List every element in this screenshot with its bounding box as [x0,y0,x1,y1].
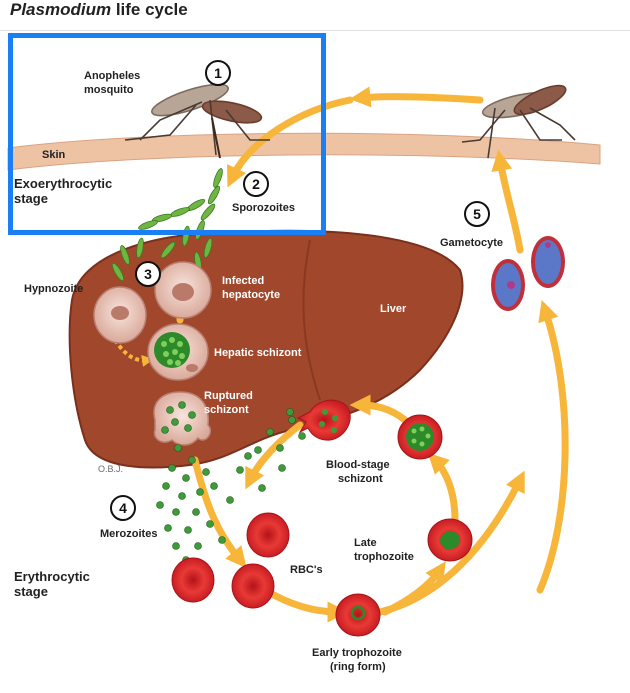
arrow-schizont-to-burst [349,394,409,424]
label-ruptured-schizont-2: schizont [204,404,249,416]
arrow-hypnozoite [113,338,154,367]
label-sporozoites: Sporozoites [232,202,295,214]
title-rest: life cycle [111,0,188,19]
arrow-gametocyte-up [491,149,524,254]
step-3: 3 [144,266,152,282]
arrow-right-up [536,300,569,594]
title-italic: Plasmodium [10,0,112,19]
skin-band [7,132,601,171]
label-merozoites: Merozoites [100,528,157,540]
mosquito-right [461,84,576,159]
label-skin: Skin [42,149,66,161]
step-2: 2 [252,176,260,192]
page-title: Plasmodium life cycle [10,0,188,20]
merozoites-cloud [156,408,306,564]
label-late-trophozoite-1: Late [354,537,377,549]
label-early-trophozoite-2: (ring form) [330,661,386,673]
arrow-late-to-schizont [427,452,459,524]
label-liver: Liver [380,303,407,315]
label-rbcs: RBC's [290,564,323,576]
red-blood-cells [171,399,473,637]
arrow-rbc-to-early [261,586,349,623]
step-5: 5 [473,206,481,222]
arrow-early-to-late [381,561,446,616]
bursting-cell [296,399,351,441]
label-gametocyte: Gametocyte [440,237,503,249]
label-infected-hepatocyte-2: hepatocyte [222,289,280,301]
step-4: 4 [119,500,127,516]
arrow-reinvade [245,421,304,490]
step-1: 1 [214,65,222,81]
ruptured-schizont-cell [153,391,212,446]
sporozoites [111,168,223,282]
gametocytes [491,236,565,311]
step-markers: 1 2 3 4 5 [110,60,490,521]
label-blood-stage-schizont-1: Blood-stage [326,459,390,471]
mosquito-left [124,83,270,159]
label-mosquito-1: Anopheles [84,70,140,82]
label-erythrocytic-stage-2: stage [14,584,48,599]
label-mosquito-2: mosquito [84,84,134,96]
early-trophozoite-cell [335,593,381,637]
artist-signature: O.B.J. [98,464,123,474]
hepatocytes [93,261,212,446]
arrow-merozoite-down [191,456,247,569]
label-infected-hepatocyte-1: Infected [222,275,264,287]
label-exo-stage-2: stage [14,191,48,206]
label-exo-stage-1: Exoerythrocytic [14,176,112,191]
arrow-top [349,86,484,108]
label-ruptured-schizont-1: Ruptured [204,390,253,402]
title-divider [0,30,630,31]
label-blood-stage-schizont-2: schizont [338,473,383,485]
label-erythrocytic-stage-1: Erythrocytic [14,569,90,584]
label-hypnozoite: Hypnozoite [24,283,83,295]
arrow-down-left [227,96,354,188]
label-hepatic-schizont: Hepatic schizont [214,347,302,359]
label-late-trophozoite-2: trophozoite [354,551,414,563]
label-early-trophozoite-1: Early trophozoite [312,647,402,659]
